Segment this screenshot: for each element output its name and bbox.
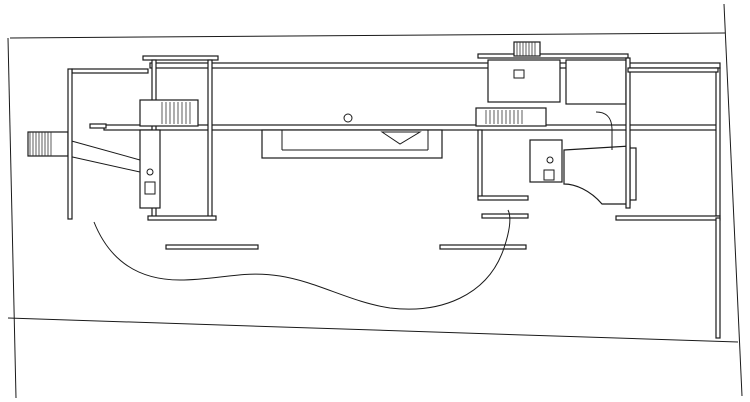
entry-stair [27,131,141,173]
pool-basin [261,129,443,159]
east-garden-wall [715,217,721,339]
site-line-west [7,37,17,399]
east-outer-wall [715,67,721,217]
east-interior-wall [625,57,631,209]
east-upper-stair [513,41,541,57]
east-pavilion-roof-line [477,53,629,59]
site-line-south [7,317,739,343]
site-line-east [723,3,743,397]
bridge-line-upper [67,139,141,161]
west-washbasin-icon [144,181,156,195]
site-boundary [7,3,743,399]
east-balcony-rail [629,147,637,201]
east-kitchen-room [487,59,561,103]
east-stair-treads [485,110,523,124]
east-outer-wall-top [627,67,719,73]
west-pavilion [89,55,219,221]
central-pool [261,113,443,159]
east-curved-wall [595,111,613,150]
west-wall-stub [89,123,107,129]
garden-wall-east [439,244,527,250]
east-upper-stair-treads [516,42,536,56]
west-outer-wall-top [71,68,149,74]
west-stair-box [139,99,199,127]
east-stair-box [475,107,547,127]
east-wall-stub [481,213,529,219]
east-room-north [565,59,627,105]
pool-ramp [380,131,422,145]
west-pavilion-wall-right [207,59,213,219]
east-toilet-icon [546,156,554,164]
east-pavilion-bottom-wall [477,195,529,201]
east-curved-room [563,145,631,205]
garden-wall-west [165,244,259,250]
column-marker [343,113,353,123]
corridor-north-wall [149,62,721,69]
east-pavilion [475,41,721,339]
west-pavilion-roof-line [142,55,219,61]
site-line-north [9,32,726,39]
east-pavilion-wall-left [477,129,483,199]
west-stair-treads [161,102,191,124]
garden-curve [93,209,511,310]
entry-stair-treads [29,132,52,156]
bridge-line-lower [67,155,141,173]
west-toilet-icon [146,168,154,176]
east-outer-wall-bottom [615,215,721,221]
east-washbasin-icon [543,169,555,181]
kitchen-appliance-icon [513,69,525,79]
garden [93,209,527,310]
west-outer-wall [67,68,73,220]
east-toilet-room [529,139,563,183]
west-pavilion-bottom-wall [147,215,217,221]
